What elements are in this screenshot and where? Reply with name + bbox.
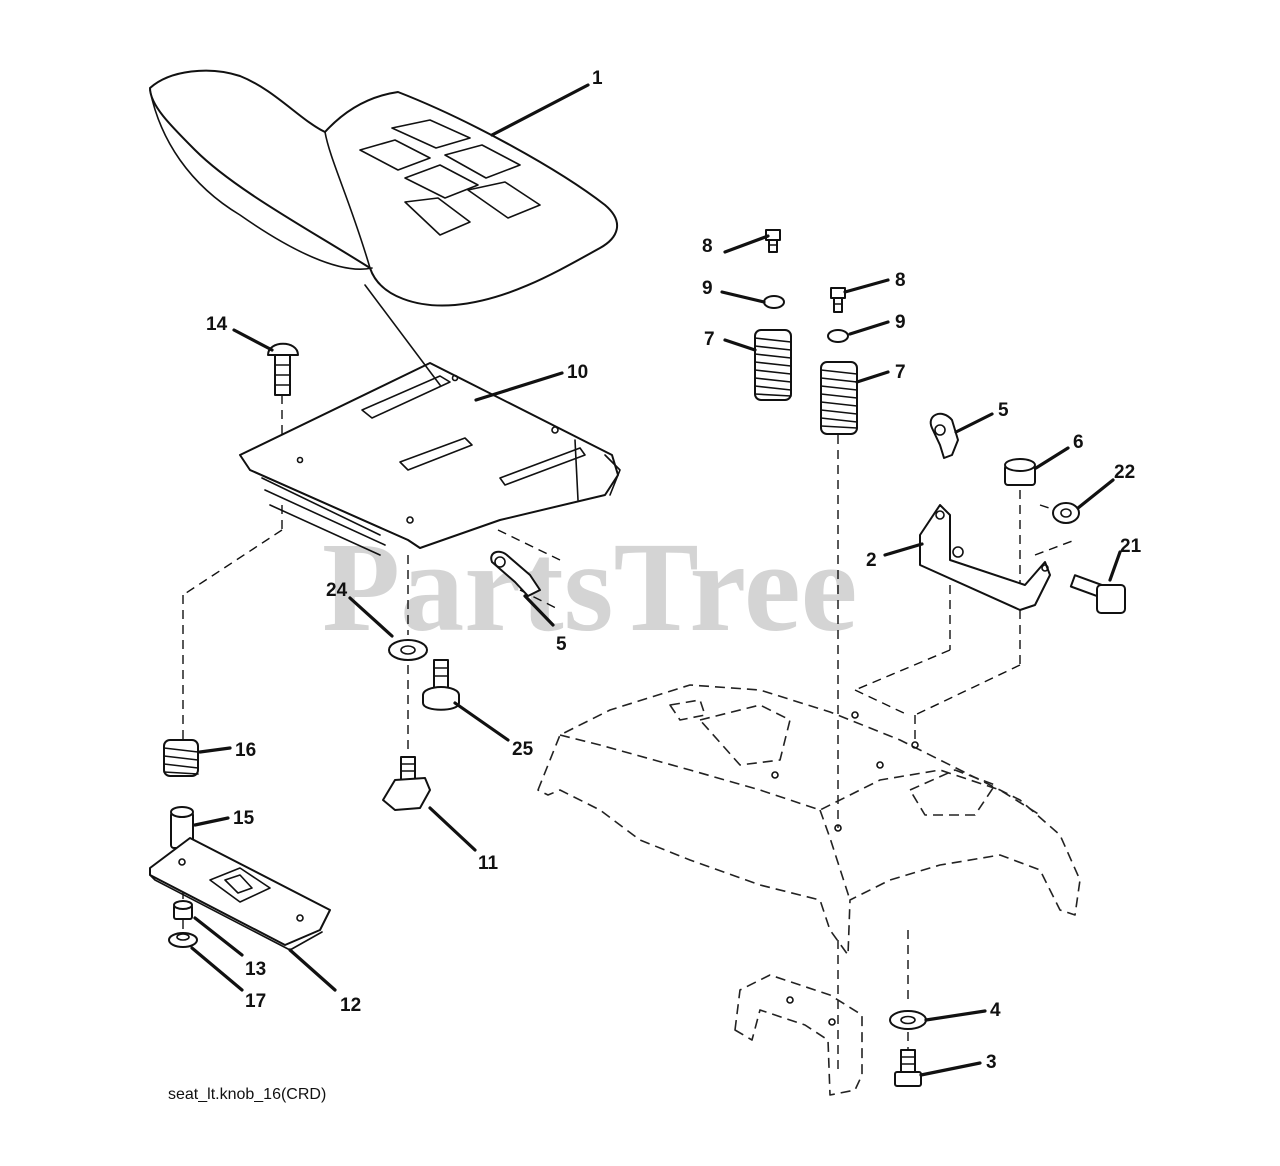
callout-6: 6 (1073, 432, 1084, 453)
callout-5-right: 5 (998, 400, 1009, 421)
callout-9-left: 9 (702, 278, 713, 299)
callout-21: 21 (1120, 536, 1142, 557)
callout-25: 25 (512, 739, 534, 760)
bolt-8-left (765, 229, 781, 253)
nut-22 (1052, 502, 1080, 524)
seat-knob (382, 756, 431, 811)
leader-lines (190, 83, 1122, 1077)
nut-13 (173, 900, 193, 920)
flange-nut-17 (168, 932, 198, 948)
callout-1: 1 (592, 68, 603, 89)
chassis-fender (537, 684, 1081, 956)
callout-12: 12 (340, 995, 361, 1016)
slide-bracket (149, 837, 331, 951)
bolt-8-right (830, 287, 846, 313)
callout-15: 15 (233, 808, 255, 829)
spring-16 (163, 739, 199, 777)
callout-11: 11 (478, 853, 499, 874)
shoulder-bolt (422, 659, 460, 711)
lower-frame-bracket (734, 974, 863, 1096)
callout-10: 10 (567, 362, 588, 383)
callout-8-left: 8 (702, 236, 713, 257)
callout-7-left: 7 (704, 329, 715, 350)
callout-9-right: 9 (895, 312, 906, 333)
callout-22: 22 (1114, 462, 1135, 483)
callout-7-right: 7 (895, 362, 906, 383)
callout-5-left: 5 (556, 634, 567, 655)
callout-14: 14 (206, 314, 228, 335)
callout-8-right: 8 (895, 270, 906, 291)
bolt-3 (894, 1049, 922, 1087)
seat-pan (239, 284, 621, 556)
callout-24: 24 (326, 580, 348, 601)
callout-labels: 1 14 10 24 5 25 16 15 11 13 17 12 8 9 7 … (206, 68, 1142, 1073)
spring-7-left (754, 329, 792, 401)
washer-9-left (763, 295, 785, 309)
washer-24 (388, 639, 428, 661)
seat-cushion (149, 69, 619, 307)
callout-2: 2 (866, 550, 877, 571)
washer-9-right (827, 329, 849, 343)
nut-6 (1004, 458, 1036, 486)
callout-13: 13 (245, 959, 266, 980)
washer-4 (889, 1010, 927, 1030)
bolt-21 (1069, 574, 1126, 614)
carriage-bolt (267, 342, 299, 396)
seat-bracket (919, 504, 1051, 611)
callout-17: 17 (245, 991, 266, 1012)
diagram-caption: seat_lt.knob_16(CRD) (168, 1086, 326, 1103)
callout-16: 16 (235, 740, 256, 761)
clip-right (929, 412, 959, 459)
callout-4: 4 (990, 1000, 1001, 1021)
callout-3: 3 (986, 1052, 997, 1073)
spring-7-right (820, 361, 858, 435)
clip-left (490, 550, 541, 597)
